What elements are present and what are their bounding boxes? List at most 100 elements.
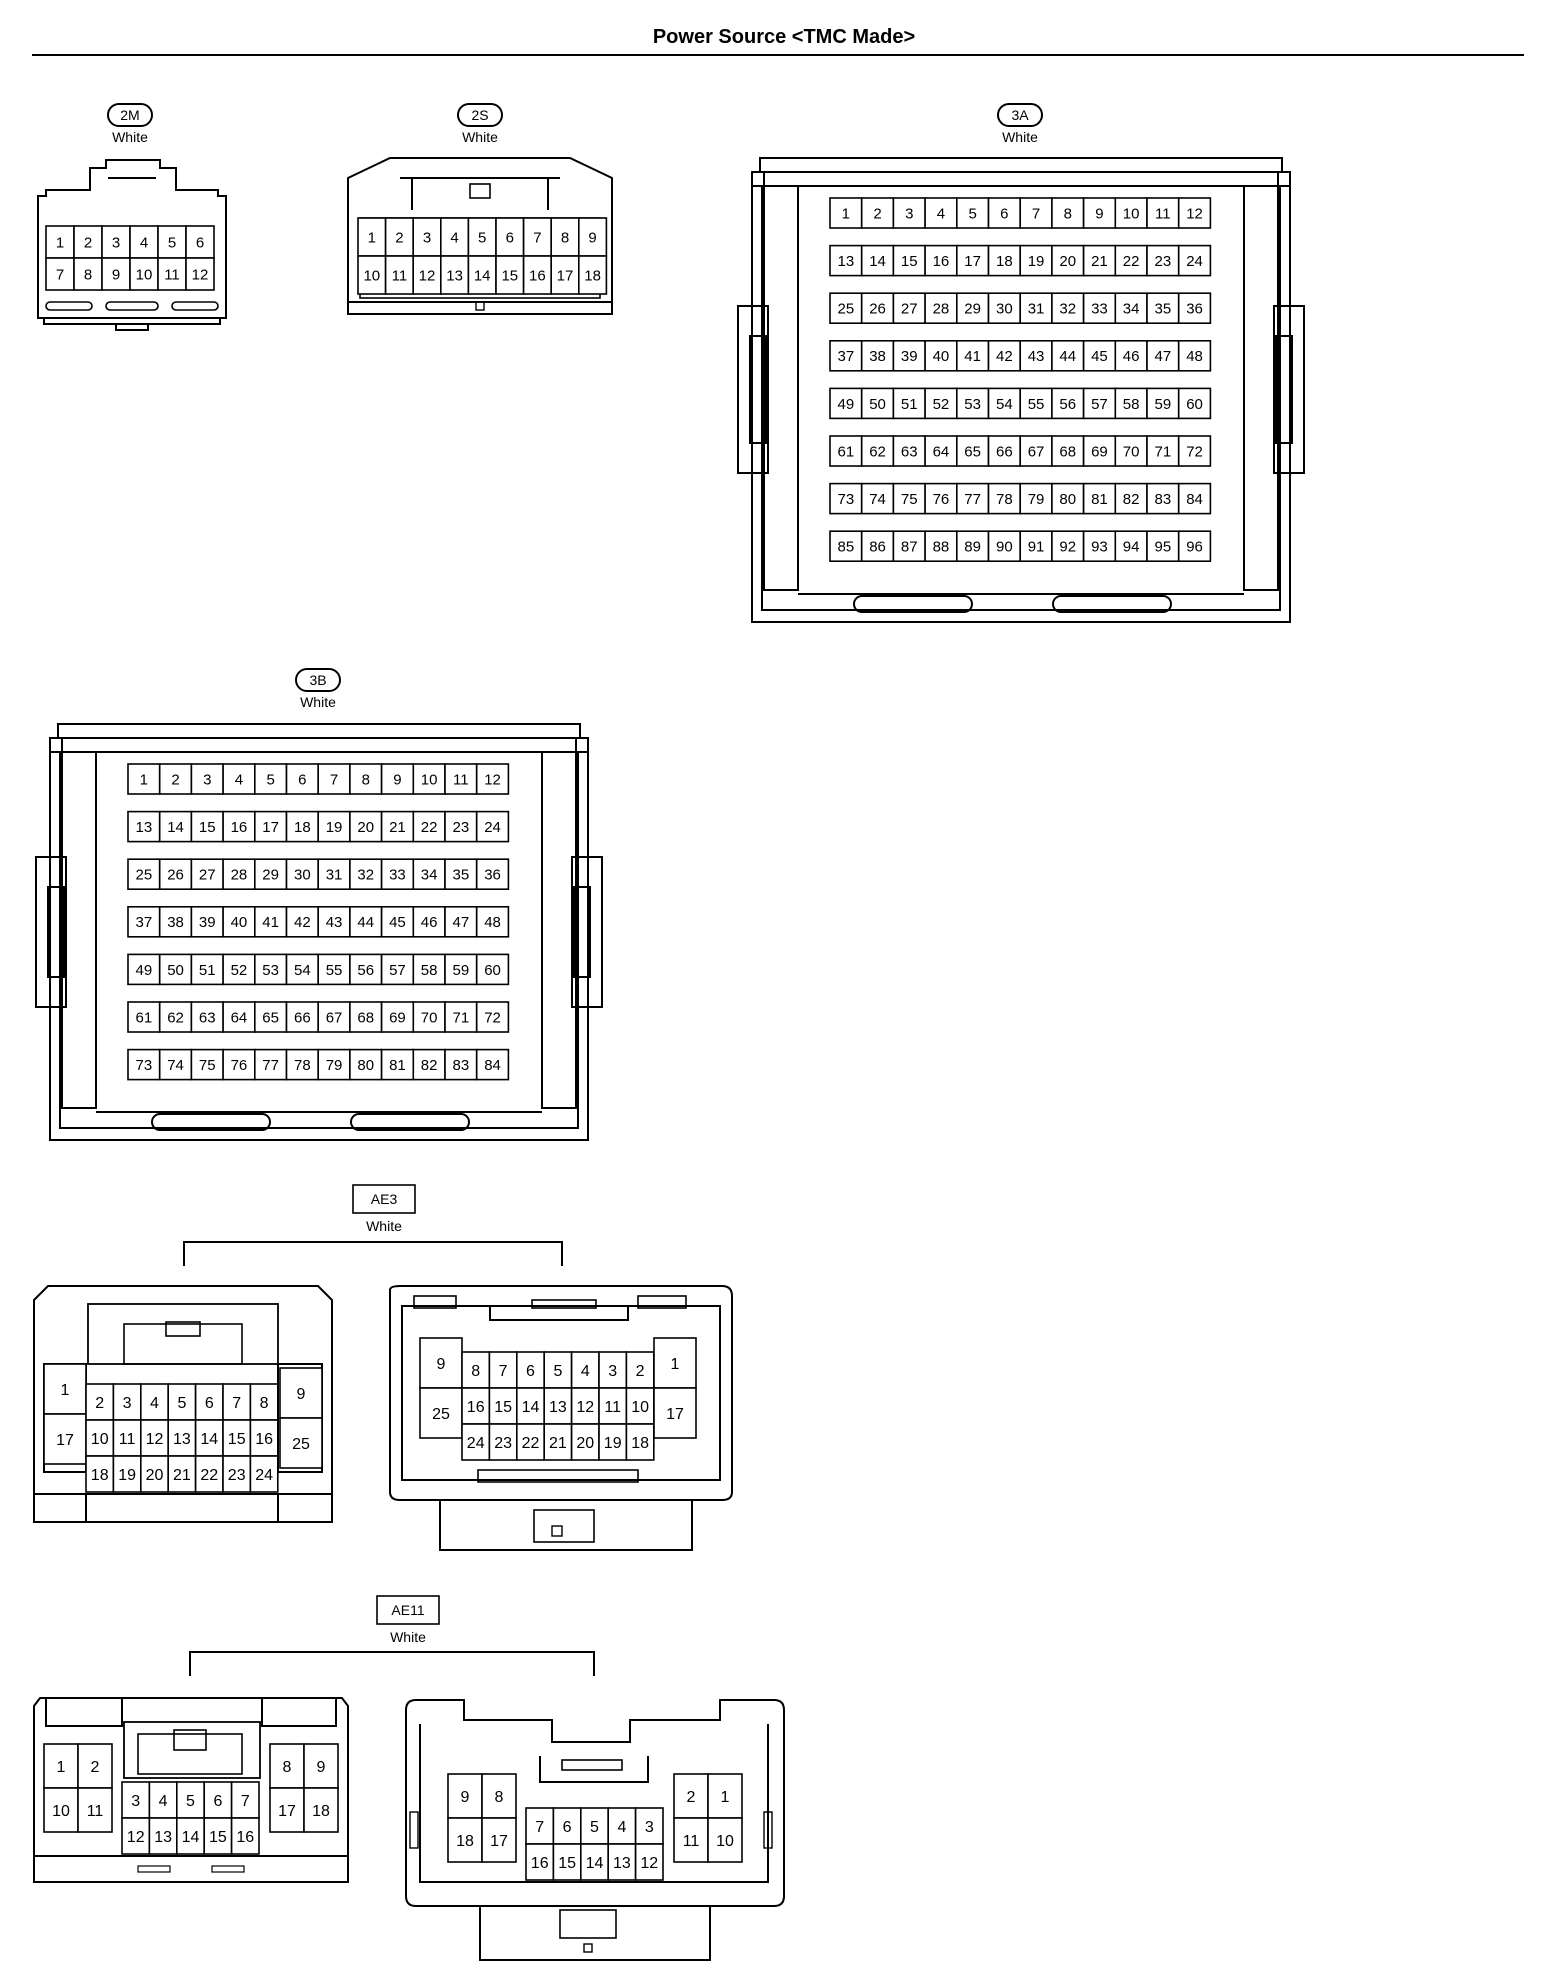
pin-number: 12 — [640, 1855, 658, 1872]
pin: 6 — [203, 1781, 233, 1819]
key-mark — [551, 1525, 563, 1537]
pin-number: 5 — [968, 205, 976, 222]
pin: 5 — [157, 225, 187, 259]
pin-number: 15 — [901, 253, 918, 270]
pin: 31 — [317, 858, 351, 891]
pin-cell — [955, 435, 990, 467]
pin-cell — [829, 197, 863, 229]
pin: 67 — [317, 1001, 351, 1033]
pin: 82 — [1114, 482, 1148, 515]
pin-cell — [190, 953, 224, 986]
pin: 59 — [1146, 387, 1180, 420]
connector-color: White — [366, 1218, 402, 1234]
pin-cell — [1082, 435, 1117, 467]
pin-cell — [127, 905, 161, 938]
connector-code: 2S — [471, 107, 488, 123]
pin-number: 36 — [1186, 301, 1203, 318]
pin-number: 15 — [558, 1855, 576, 1872]
pin: 14 — [176, 1817, 206, 1855]
pin-cell — [176, 1781, 206, 1819]
pin-number: 82 — [421, 1057, 438, 1074]
pin-cell — [357, 255, 387, 295]
pin-number: 49 — [136, 962, 153, 979]
pin: 20 — [349, 810, 383, 843]
pin-number: 64 — [933, 443, 950, 460]
pin-number: 55 — [1028, 396, 1045, 413]
pin: 62 — [860, 435, 895, 467]
pin: 25 — [279, 1417, 323, 1469]
connector-code: 3B — [309, 672, 326, 688]
pin-cell — [1146, 244, 1180, 277]
pin-cell — [860, 339, 895, 372]
pin-cell — [860, 292, 895, 325]
pin-number: 80 — [1059, 491, 1076, 508]
pin-cell — [488, 1351, 518, 1389]
pin: 29 — [955, 292, 990, 325]
pin: 85 — [829, 530, 863, 563]
pin-cell — [955, 339, 990, 372]
pin-cell — [475, 953, 510, 986]
pin: 23 — [1146, 244, 1180, 277]
outer-body — [49, 737, 589, 1141]
pin-number: 7 — [1032, 205, 1040, 222]
pin-cell — [1019, 530, 1053, 563]
pin-cell — [1051, 435, 1085, 467]
pin: 7 — [1019, 197, 1053, 229]
pin-number: 12 — [146, 1431, 164, 1448]
pin: 9 — [1082, 197, 1117, 229]
pin: 33 — [380, 858, 415, 891]
connector-code-badge — [295, 668, 341, 692]
pin-number: 6 — [298, 771, 306, 788]
housing-outline — [405, 1699, 785, 1907]
pin-number: 78 — [294, 1057, 311, 1074]
pin-cell — [570, 1387, 600, 1425]
pin: 10 — [43, 1787, 79, 1833]
pin-number: 4 — [581, 1363, 590, 1380]
pin: 24 — [249, 1455, 279, 1493]
latch-tab — [173, 1729, 207, 1751]
pin-cell — [279, 1417, 323, 1469]
pin: 9 — [380, 763, 415, 795]
pin-cell — [707, 1773, 743, 1819]
pin-number: 27 — [901, 301, 918, 318]
pin-number: 75 — [199, 1057, 216, 1074]
pin-cell — [1019, 197, 1053, 229]
pin-cell — [317, 810, 351, 843]
pin-number: 15 — [199, 819, 216, 836]
pin-cell — [380, 1048, 415, 1081]
pin: 6 — [194, 1383, 224, 1421]
pin-number: 79 — [326, 1057, 343, 1074]
pin: 48 — [1177, 339, 1212, 372]
pin-cell — [495, 217, 525, 257]
pin-number: 6 — [213, 1793, 222, 1810]
pin-number: 11 — [683, 1833, 700, 1850]
pin: 4 — [570, 1351, 600, 1389]
pin: 67 — [1019, 435, 1053, 467]
pin-cell — [176, 1817, 206, 1855]
pin-cell — [303, 1743, 339, 1789]
latch-tab — [165, 1321, 201, 1337]
pin: 11 — [112, 1419, 142, 1457]
top-rail — [57, 723, 581, 739]
pin-number: 7 — [535, 1819, 544, 1836]
pin-number: 15 — [501, 267, 518, 284]
pin-number: 5 — [177, 1395, 186, 1412]
pin-number: 39 — [901, 348, 918, 365]
pin: 11 — [598, 1387, 628, 1425]
pin: 83 — [444, 1048, 478, 1081]
pin: 48 — [475, 905, 510, 938]
pin: 22 — [194, 1455, 224, 1493]
pin-number: 83 — [1155, 491, 1172, 508]
pin-cell — [860, 244, 895, 277]
pin: 19 — [1019, 244, 1053, 277]
pin-number: 28 — [933, 301, 950, 318]
pin-number: 8 — [84, 266, 92, 283]
pin-number: 17 — [262, 819, 279, 836]
bottom-slot — [1052, 595, 1172, 613]
pin-cell — [230, 1781, 260, 1819]
pin: 8 — [73, 257, 103, 291]
pin-cell — [222, 1001, 256, 1033]
pin-cell — [625, 1423, 655, 1461]
pin-number: 2 — [395, 229, 403, 246]
pin: 13 — [543, 1387, 573, 1425]
